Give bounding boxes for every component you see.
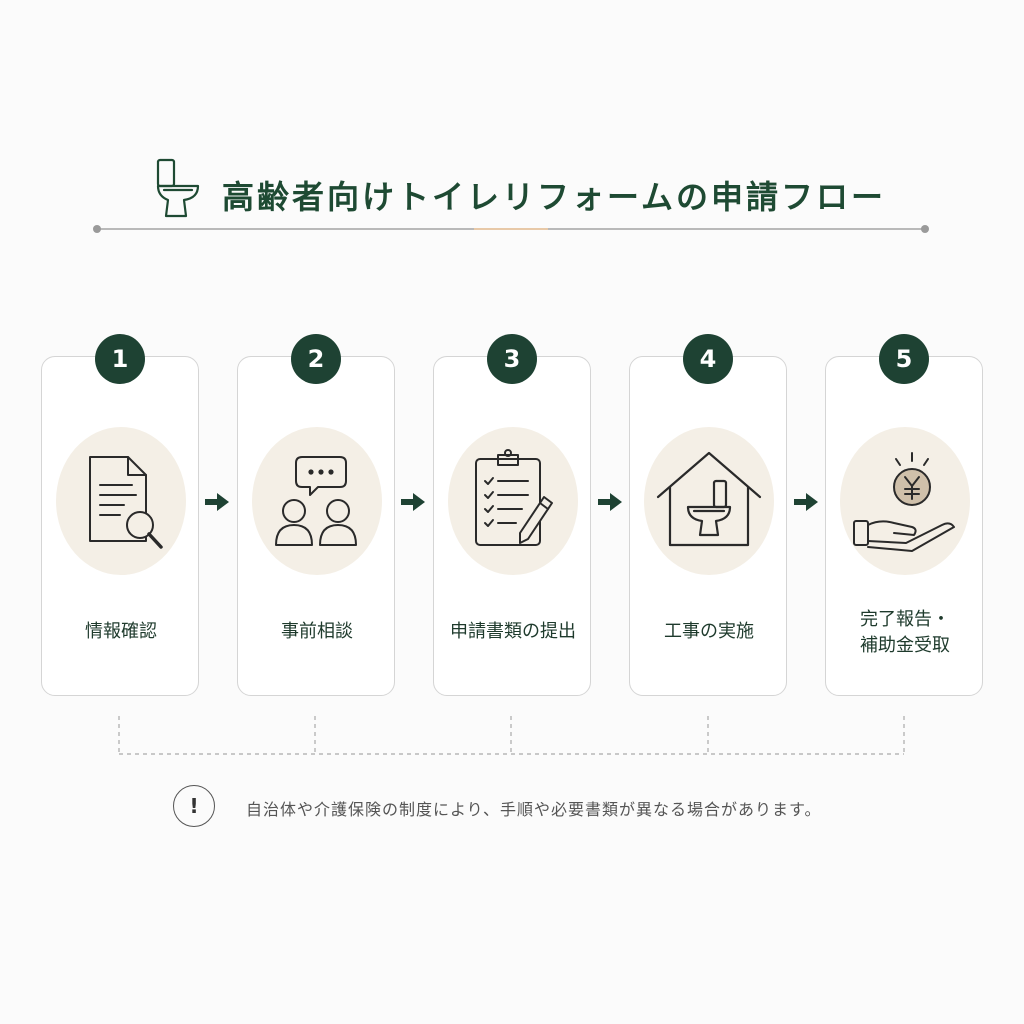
step-card-3: 申請書類の提出 xyxy=(433,356,591,696)
step-card-4: 工事の実施 xyxy=(629,356,787,696)
consultation-icon xyxy=(275,456,357,546)
step-label: 申請書類の提出 xyxy=(450,621,576,642)
page-title: 高齢者向けトイレリフォームの申請フロー xyxy=(222,178,887,216)
house-toilet-icon xyxy=(656,451,762,547)
toilet-icon xyxy=(156,158,200,218)
clipboard-checklist-icon xyxy=(475,449,553,546)
yen-coin-hand-icon xyxy=(853,452,955,552)
step-number-badge: 5 xyxy=(879,334,929,384)
exclamation-icon: ! xyxy=(173,785,215,827)
step-card-5: 完了報告・ 補助金受取 xyxy=(825,356,983,696)
arrow-right-icon xyxy=(794,493,818,511)
note-text: 自治体や介護保険の制度により、手順や必要書類が異なる場合があります。 xyxy=(246,800,822,819)
icon-backdrop xyxy=(56,427,186,575)
icon-backdrop xyxy=(448,427,578,575)
step-card-2: 事前相談 xyxy=(237,356,395,696)
arrow-right-icon xyxy=(205,493,229,511)
step-label: 工事の実施 xyxy=(664,621,754,642)
step-label: 事前相談 xyxy=(281,621,353,642)
header: 高齢者向けトイレリフォームの申請フロー xyxy=(0,150,1024,220)
step-label: 情報確認 xyxy=(85,621,157,642)
arrow-right-icon xyxy=(598,493,622,511)
document-search-icon xyxy=(89,456,163,549)
step-number-badge: 2 xyxy=(291,334,341,384)
step-number-badge: 1 xyxy=(95,334,145,384)
step-number-badge: 3 xyxy=(487,334,537,384)
step-card-1: 情報確認 xyxy=(41,356,199,696)
icon-backdrop xyxy=(644,427,774,575)
step-number-badge: 4 xyxy=(683,334,733,384)
title-divider xyxy=(93,225,929,233)
step-label: 完了報告・ 補助金受取 xyxy=(860,609,950,656)
icon-backdrop xyxy=(252,427,382,575)
arrow-right-icon xyxy=(401,493,425,511)
